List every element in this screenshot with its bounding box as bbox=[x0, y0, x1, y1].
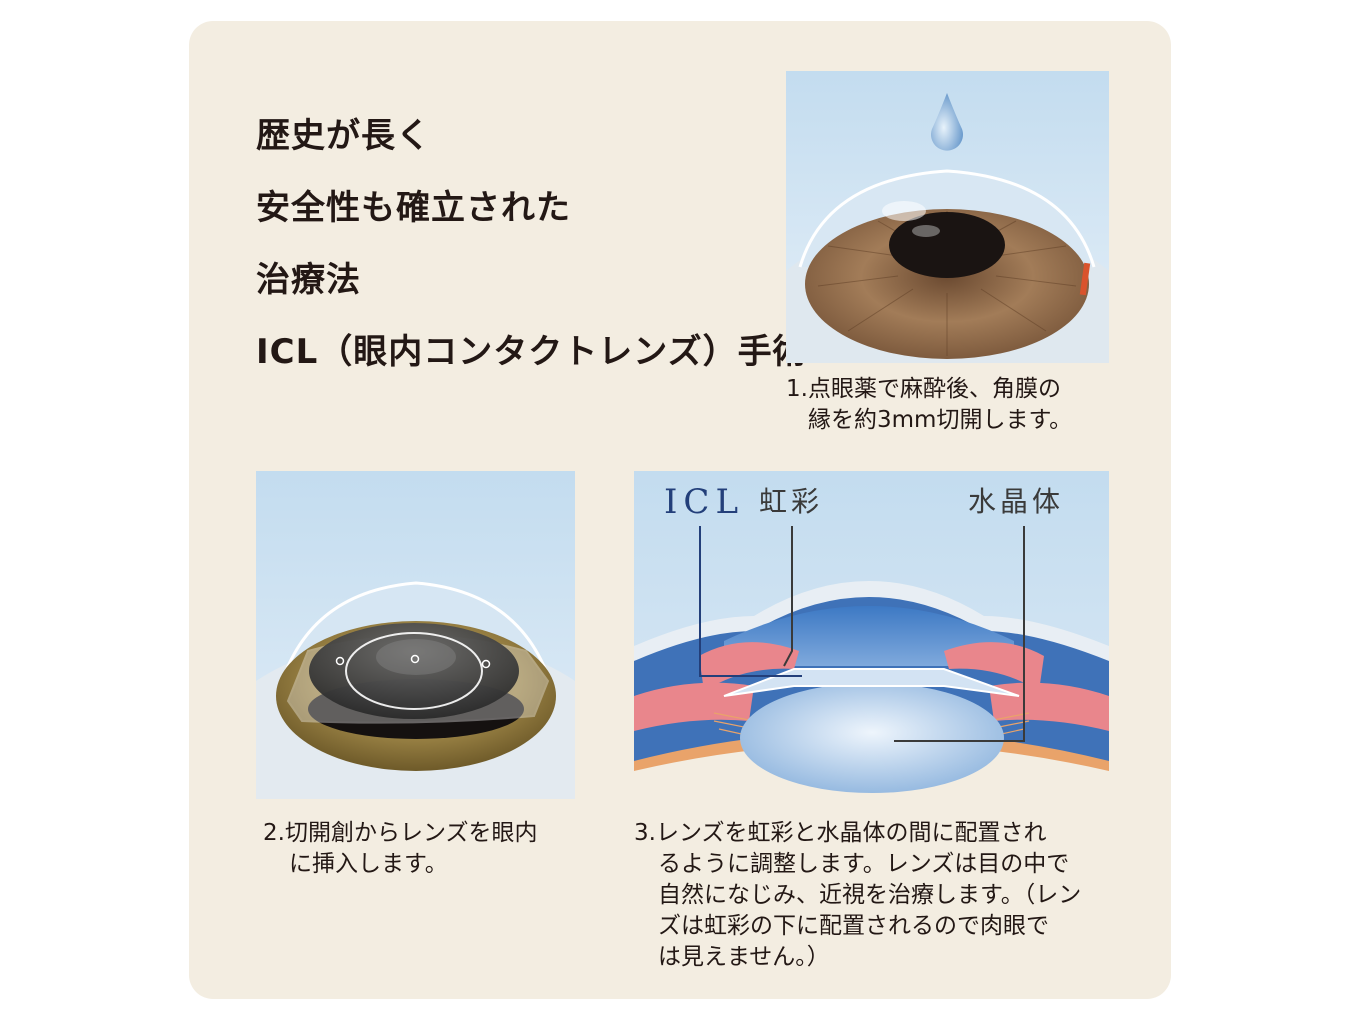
step3-caption-line: 自然になじみ、近視を治療します。（レン bbox=[658, 882, 1082, 908]
step2-caption: 2.切開創からレンズを眼内 に挿入します。 bbox=[263, 818, 537, 880]
step1-caption-line: 1.点眼薬で麻酔後、角膜の bbox=[786, 376, 1061, 402]
step1-illustration bbox=[786, 71, 1109, 363]
step3-caption-line: ズは虹彩の下に配置されるので肉眼で bbox=[658, 913, 1049, 939]
step1-caption: 1.点眼薬で麻酔後、角膜の 縁を約3mm切開します。 bbox=[786, 374, 1072, 436]
heading-line-3: 治療法 bbox=[256, 260, 361, 300]
step2-caption-line: に挿入します。 bbox=[289, 851, 448, 877]
heading-line-1: 歴史が長く bbox=[256, 116, 431, 156]
step1-caption-line: 縁を約3mm切開します。 bbox=[808, 407, 1073, 433]
step2-illustration bbox=[256, 471, 575, 799]
label-icl: ICL bbox=[664, 482, 744, 522]
step3-cross-section: ICL 虹彩 水晶体 bbox=[634, 471, 1109, 799]
heading-line-4: ICL（眼内コンタクトレンズ）手術 bbox=[256, 332, 808, 372]
label-iris: 虹彩 bbox=[759, 485, 823, 518]
step3-caption-line: るように調整します。レンズは目の中で bbox=[658, 851, 1070, 877]
heading-line-2: 安全性も確立された bbox=[256, 188, 571, 228]
step3-caption: 3.レンズを虹彩と水晶体の間に配置され るように調整します。レンズは目の中で 自… bbox=[634, 818, 1081, 973]
step2-caption-line: 2.切開創からレンズを眼内 bbox=[263, 820, 538, 846]
step3-caption-line: は見えません。） bbox=[658, 944, 830, 970]
step3-caption-line: 3.レンズを虹彩と水晶体の間に配置され bbox=[634, 820, 1047, 846]
label-crystalline-lens: 水晶体 bbox=[968, 485, 1064, 518]
page-heading: 歴史が長く 安全性も確立された 治療法 ICL（眼内コンタクトレンズ）手術 bbox=[256, 118, 808, 406]
